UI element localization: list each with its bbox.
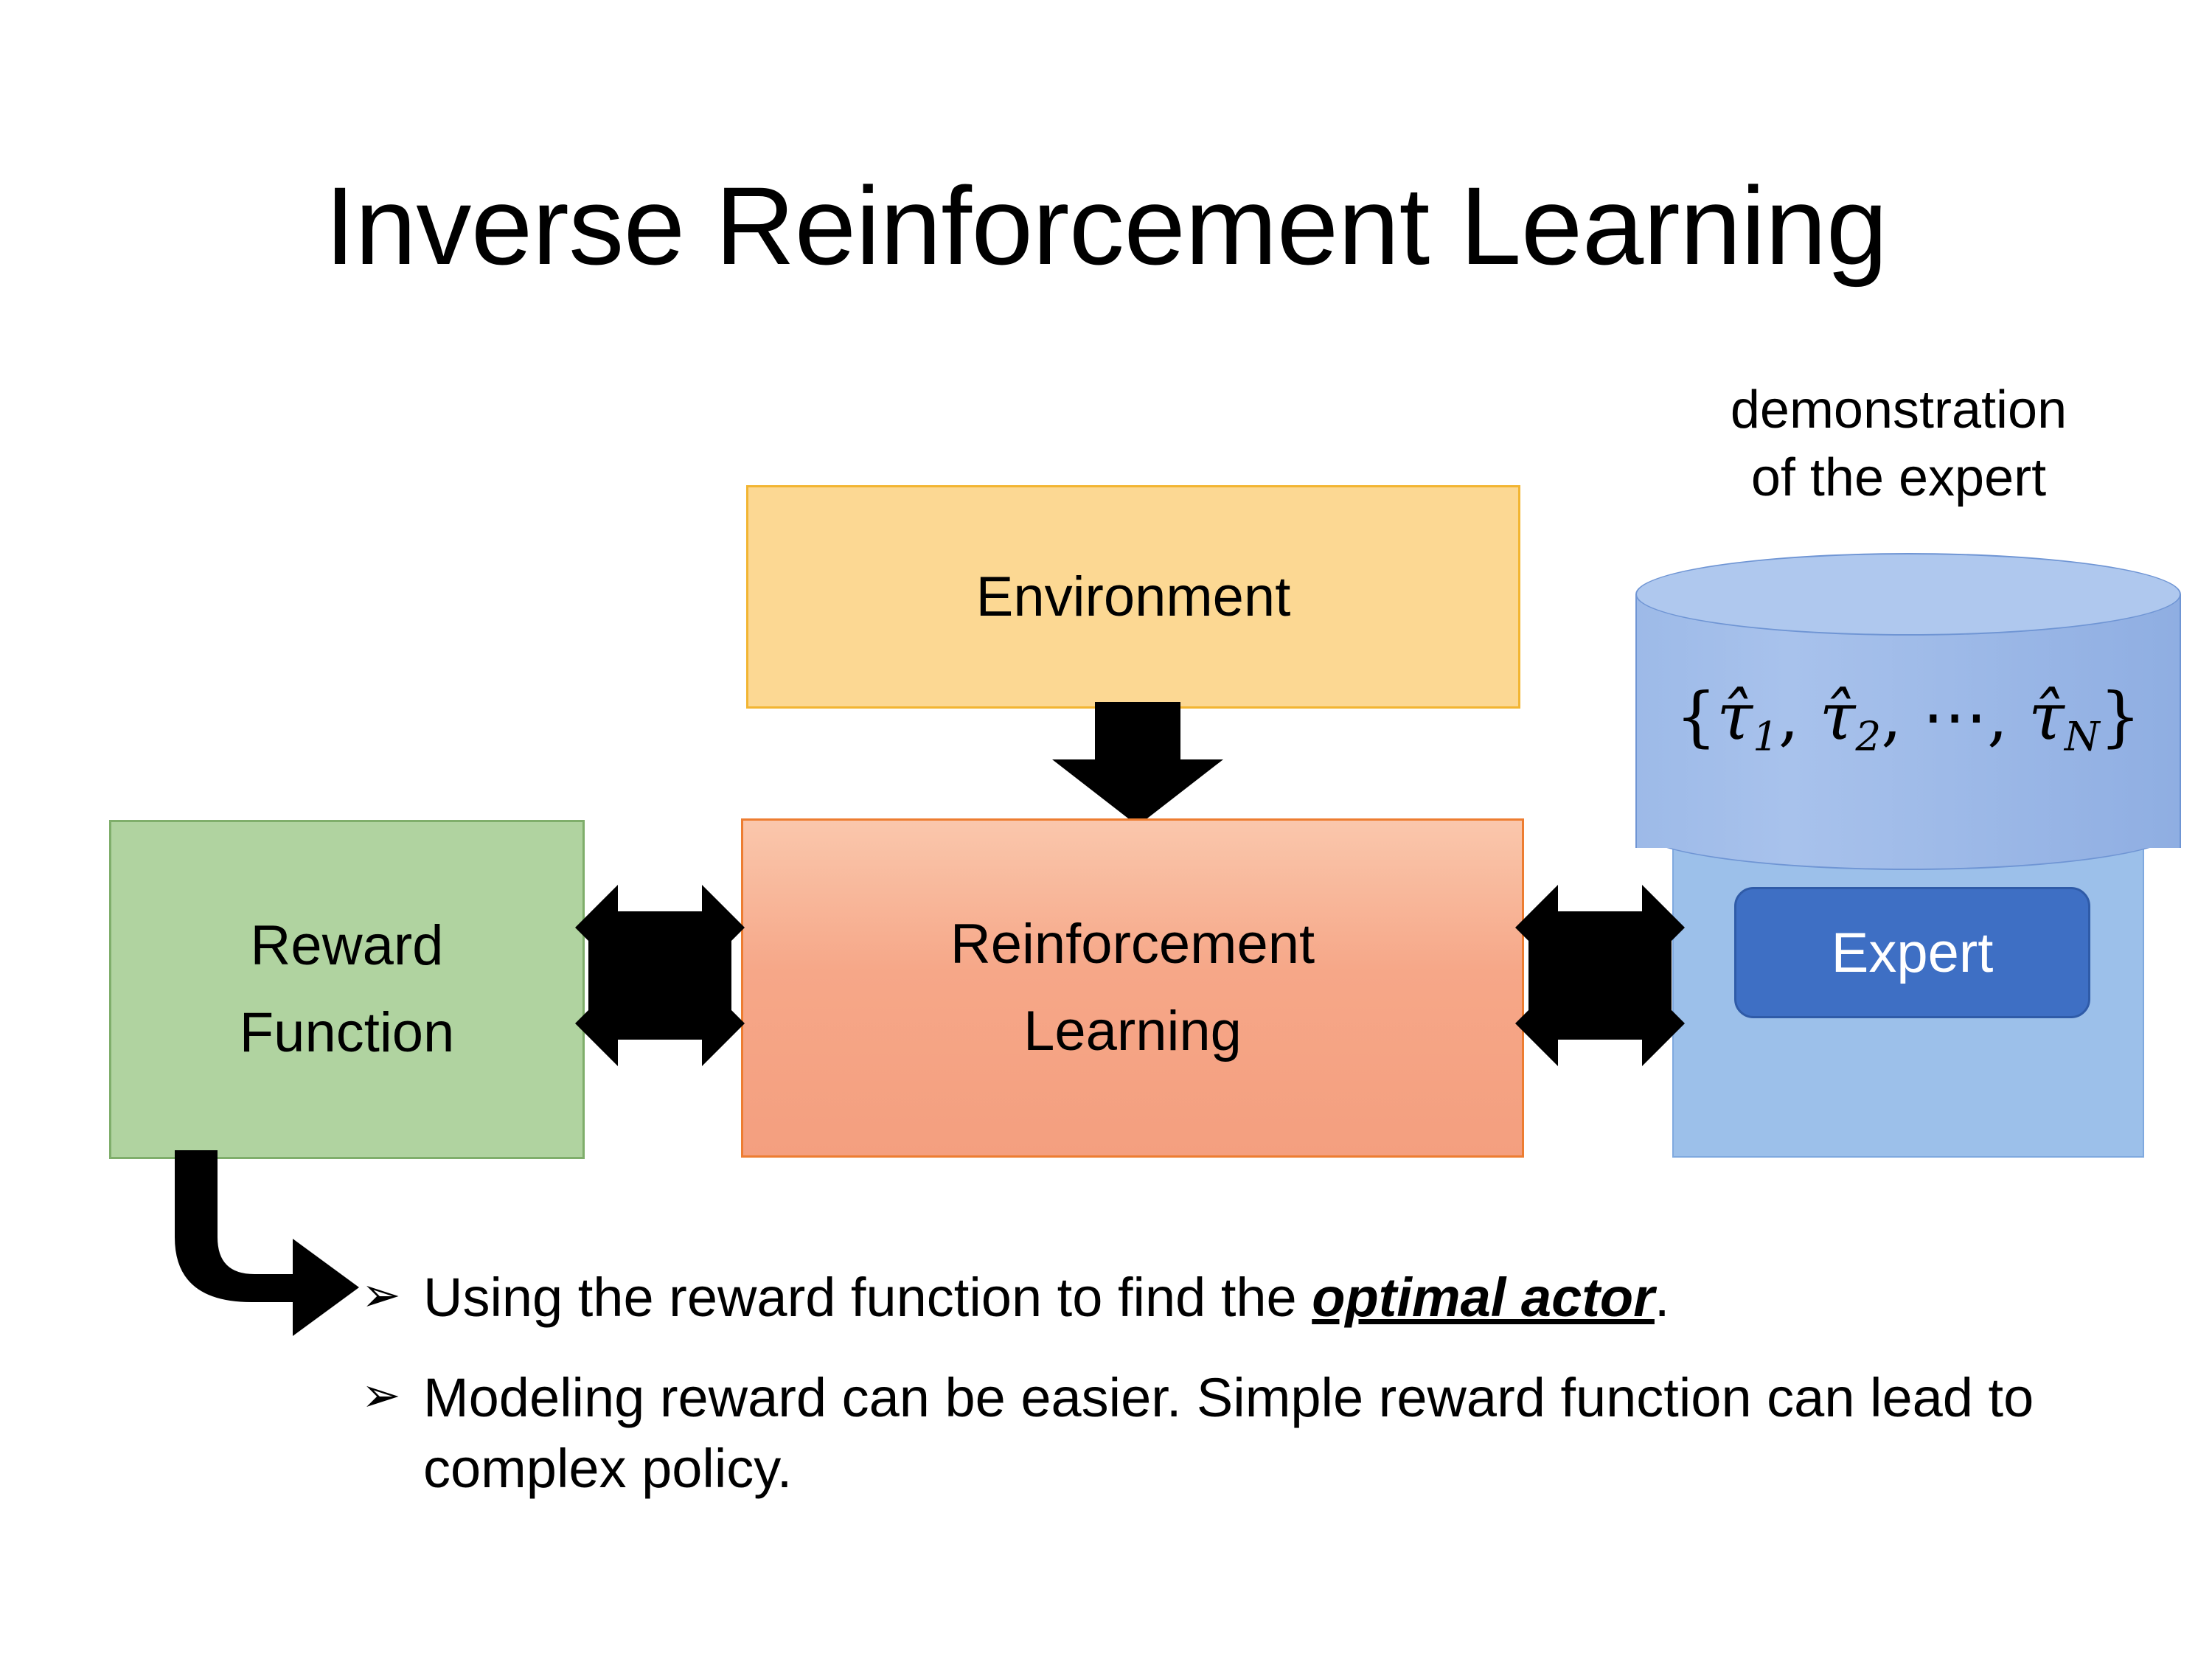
- bullet-arrow-icon: ➢: [361, 1368, 401, 1422]
- cylinder-top-ellipse: [1635, 553, 2181, 636]
- reinforcement-learning-box[interactable]: Reinforcement Learning: [741, 818, 1524, 1158]
- formula-sep-2: ,: [1881, 678, 1902, 754]
- formula-ellipsis: ⋯: [1922, 678, 1988, 754]
- formula-tau-1: τ̂: [1717, 678, 1753, 754]
- list-item: ➢ Modeling reward can be easier. Simple …: [361, 1363, 2079, 1504]
- demonstration-cylinder: {τ̂1, τ̂2, ⋯, τ̂N}: [1635, 553, 2181, 870]
- formula-tau-2: τ̂: [1819, 678, 1856, 754]
- reinforcement-learning-label-line1: Reinforcement: [950, 913, 1315, 976]
- demonstration-caption: demonstration of the expert: [1641, 376, 2157, 512]
- cylinder-body: [1635, 594, 2181, 848]
- formula-sub-2: 2: [1855, 712, 1882, 760]
- formula-sub-n: N: [2064, 712, 2100, 760]
- environment-to-rl-arrow: [1052, 702, 1223, 826]
- environment-box[interactable]: Environment: [746, 485, 1520, 709]
- formula-open-brace: {: [1675, 678, 1717, 754]
- trajectory-set-formula: {τ̂1, τ̂2, ⋯, τ̂N}: [1635, 678, 2181, 759]
- bullet-arrow-icon: ➢: [361, 1268, 401, 1321]
- demonstration-caption-line2: of the expert: [1750, 448, 2047, 508]
- formula-sep-1: ,: [1778, 678, 1799, 754]
- expert-chip[interactable]: Expert: [1734, 887, 2090, 1018]
- page-title: Inverse Reinforcement Learning: [324, 164, 1888, 288]
- environment-label: Environment: [975, 566, 1291, 628]
- reward-function-label-line1: Reward: [250, 914, 444, 978]
- bullet-text-2: Modeling reward can be easier. Simple re…: [423, 1367, 2034, 1500]
- bullet-1-prefix: Using the reward function to find the: [423, 1267, 1312, 1328]
- formula-tau-n: τ̂: [2028, 678, 2065, 754]
- formula-close-brace: }: [2099, 678, 2141, 754]
- rl-expert-double-arrow: [1515, 885, 1685, 1066]
- bullet-text-1: Using the reward function to find the op…: [423, 1262, 2079, 1333]
- reward-function-box[interactable]: Reward Function: [109, 820, 585, 1159]
- reward-to-bullets-elbow-arrow: [175, 1150, 359, 1336]
- reward-function-label-line2: Function: [239, 1001, 455, 1064]
- bullet-1-emphasis: optimal actor: [1312, 1267, 1655, 1328]
- list-item: ➢ Using the reward function to find the …: [361, 1262, 2079, 1333]
- formula-sub-1: 1: [1753, 712, 1778, 760]
- expert-label: Expert: [1831, 921, 1994, 984]
- reward-rl-double-arrow: [575, 885, 745, 1066]
- bullet-1-suffix: .: [1654, 1267, 1670, 1328]
- formula-sep-3: ,: [1987, 678, 2008, 754]
- reinforcement-learning-label-line2: Learning: [1023, 1000, 1242, 1062]
- demonstration-caption-line1: demonstration: [1730, 380, 2067, 439]
- bullet-list: ➢ Using the reward function to find the …: [361, 1262, 2079, 1534]
